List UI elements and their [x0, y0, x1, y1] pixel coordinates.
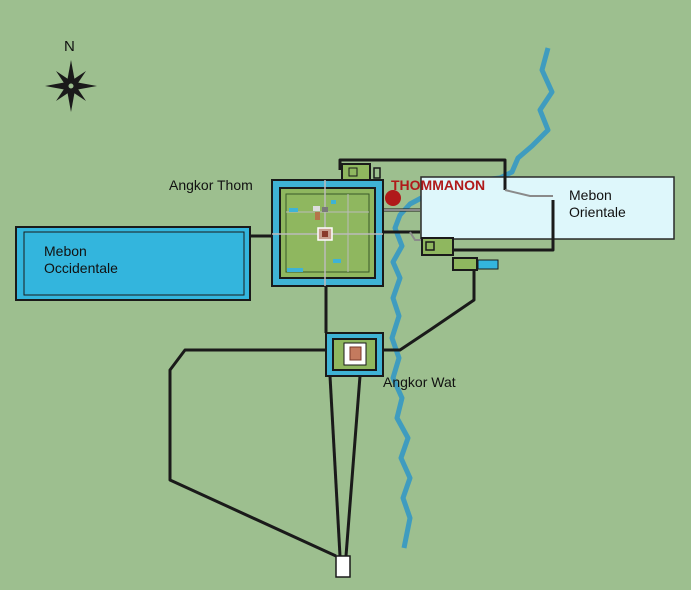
mebon-orientale-line-2: Orientale — [569, 204, 626, 220]
mebon-occidentale-line-1: Mebon — [44, 243, 87, 259]
east-baray — [420, 176, 675, 240]
mebon-occidentale-line-2: Occidentale — [44, 260, 118, 276]
label-mebon-occidentale: Mebon Occidentale — [44, 243, 118, 277]
label-angkor-wat: Angkor Wat — [383, 374, 456, 390]
south-building — [335, 555, 351, 578]
label-angkor-thom: Angkor Thom — [169, 177, 253, 193]
north-gate-building — [341, 163, 371, 181]
east-temple-2 — [452, 257, 478, 271]
angkor-wat-complex — [325, 332, 384, 377]
east-pond — [477, 259, 499, 270]
angkor-thom-complex — [271, 179, 384, 287]
river — [389, 47, 555, 549]
west-baray — [15, 226, 251, 301]
compass-north-label: N — [64, 38, 75, 55]
compass-rose-icon — [45, 60, 97, 112]
label-mebon-orientale: Mebon Orientale — [569, 187, 626, 221]
grey-roads — [383, 189, 553, 241]
label-thommanon: THOMMANON — [391, 177, 486, 193]
thommanon-marker — [385, 190, 401, 206]
mebon-orientale-line-1: Mebon — [569, 187, 612, 203]
